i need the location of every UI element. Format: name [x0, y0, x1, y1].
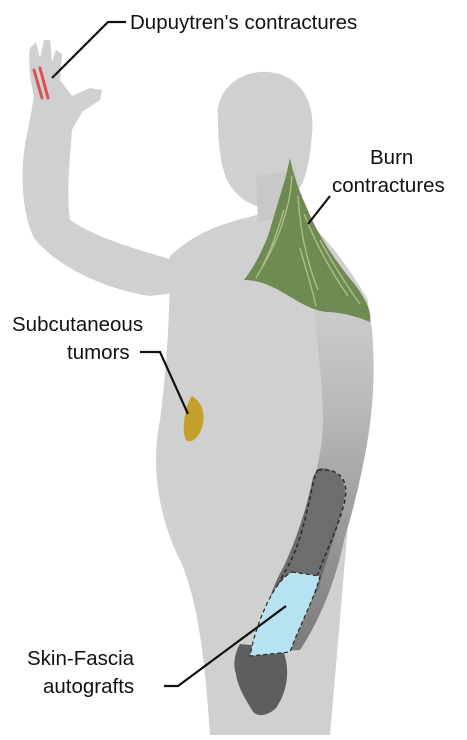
label-burn-line1: Burn: [370, 145, 413, 170]
leader-dupuytren: [52, 22, 126, 78]
leader-burn: [308, 196, 330, 224]
label-subcut-line2: tumors: [67, 340, 130, 365]
label-dupuytren: Dupuytren's contractures: [130, 10, 357, 35]
label-subcut-line1: Subcutaneous: [12, 312, 143, 337]
label-burn-line2: contractures: [332, 173, 445, 198]
label-graft-line2: autografts: [43, 674, 134, 699]
label-graft-line1: Skin-Fascia: [27, 646, 134, 671]
